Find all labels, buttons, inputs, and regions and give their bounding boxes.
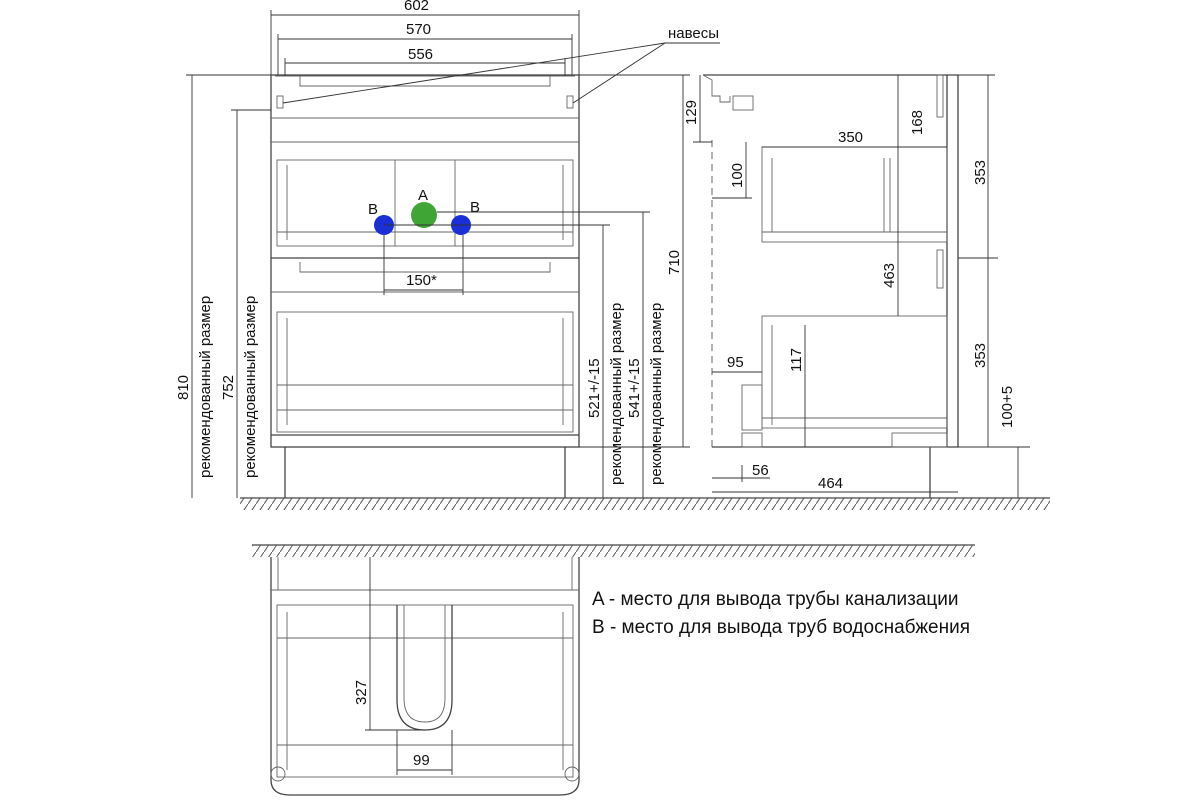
legend: A - место для вывода трубы канализации B… bbox=[592, 589, 970, 638]
label-a: A bbox=[418, 187, 428, 204]
label-b-left: B bbox=[368, 201, 378, 218]
dim-463: 463 bbox=[881, 263, 898, 288]
pipe-markers: A B B bbox=[368, 187, 480, 235]
dim-129: 129 bbox=[683, 100, 700, 125]
dim-100: 100 bbox=[729, 163, 746, 188]
dim-541: 541+/-15 bbox=[626, 358, 643, 418]
dim-556: 556 bbox=[408, 46, 433, 63]
dim-710: 710 bbox=[666, 250, 683, 275]
label-b-right: B bbox=[470, 199, 480, 216]
front-right-vertical-dimensions: 521+/-15 рекомендованный размер 541+/-15… bbox=[384, 74, 690, 498]
drain-outlet-a bbox=[411, 202, 437, 228]
dim-168: 168 bbox=[909, 110, 926, 135]
side-view bbox=[702, 74, 959, 498]
dim-810: 810 bbox=[175, 375, 192, 400]
rec-size-521: рекомендованный размер bbox=[608, 303, 625, 485]
dim-464: 464 bbox=[818, 475, 843, 492]
rec-size-541: рекомендованный размер bbox=[648, 303, 665, 485]
dim-327: 327 bbox=[353, 680, 370, 705]
top-view: 327 99 bbox=[270, 557, 580, 796]
rec-size-810: рекомендованный размер bbox=[197, 296, 214, 478]
dim-117: 117 bbox=[788, 348, 805, 372]
legend-b: B - место для вывода труб водоснабжения bbox=[592, 617, 970, 638]
dim-350: 350 bbox=[838, 129, 863, 146]
front-left-vertical-dimensions: 810 рекомендованный размер 752 рекомендо… bbox=[175, 74, 271, 498]
side-dimensions: 129 100 168 350 463 353 353 100+5 95 117… bbox=[683, 74, 1030, 498]
dim-602: 602 bbox=[404, 0, 429, 14]
floor-lines bbox=[240, 497, 1050, 557]
dim-150: 150* bbox=[406, 272, 437, 289]
legend-a: A - место для вывода трубы канализации bbox=[592, 589, 958, 610]
hinges-label: навесы bbox=[668, 25, 719, 42]
dim-521: 521+/-15 bbox=[586, 358, 603, 418]
front-dimensions: 602 570 556 навесы 150* bbox=[270, 0, 720, 295]
dim-570: 570 bbox=[406, 21, 431, 38]
dim-99: 99 bbox=[413, 752, 430, 769]
dim-95: 95 bbox=[727, 354, 744, 371]
dim-752: 752 bbox=[220, 375, 237, 400]
dim-56: 56 bbox=[752, 462, 769, 479]
rec-size-752: рекомендованный размер bbox=[242, 296, 259, 478]
dim-353-top: 353 bbox=[972, 160, 989, 185]
front-view bbox=[270, 74, 580, 498]
dim-353-bottom: 353 bbox=[972, 343, 989, 368]
dim-100-5: 100+5 bbox=[999, 386, 1016, 428]
